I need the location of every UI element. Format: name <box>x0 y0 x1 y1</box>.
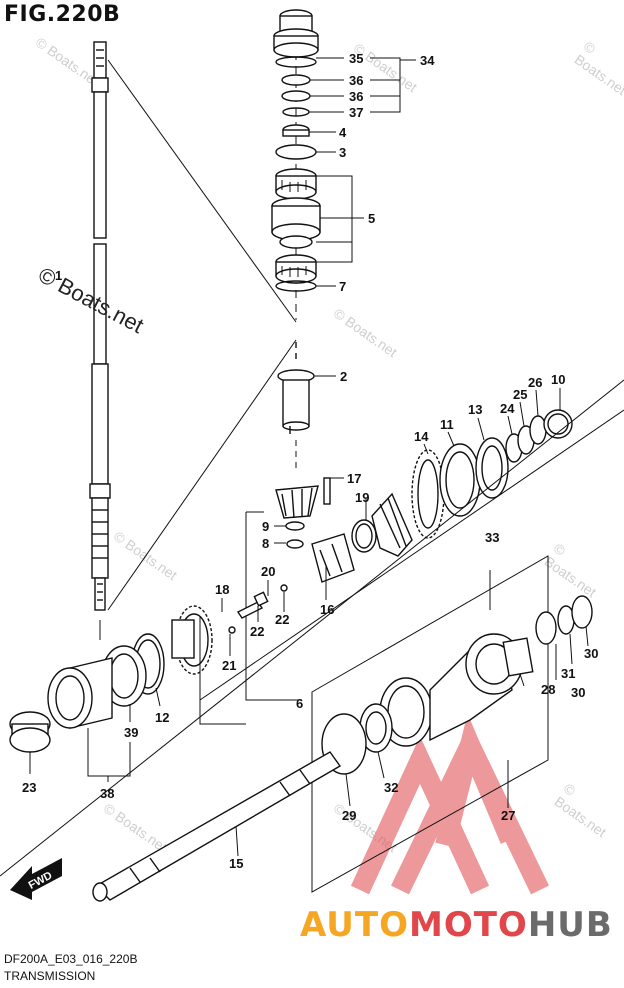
upper-bearing-stack <box>271 9 321 292</box>
clutch-dog <box>311 519 377 583</box>
figure-code: DF200A_E03_016_220B <box>4 952 138 966</box>
part-label-39: 39 <box>124 725 138 740</box>
guide-line <box>107 339 297 611</box>
part-label-33: 33 <box>485 530 499 545</box>
sleeve-part <box>277 342 315 434</box>
part-label-30: 30 <box>571 685 585 700</box>
part-label-22: 22 <box>250 624 264 639</box>
part-label-5: 5 <box>368 211 375 226</box>
part-label-13: 13 <box>468 402 482 417</box>
small-parts <box>228 584 288 634</box>
automotohub-triangle-logo <box>350 713 550 895</box>
part-label-11: 11 <box>440 417 454 432</box>
pinion-gear <box>275 477 331 549</box>
part-labels: 35 34 36 36 37 4 3 5 7 1 2 17 19 9 8 20 … <box>22 51 598 871</box>
callout-leader <box>235 825 239 857</box>
part-label-30: 30 <box>584 646 598 661</box>
forward-bevel-gear <box>371 409 573 557</box>
part-label-23: 23 <box>22 780 36 795</box>
callout-leaders <box>365 388 561 520</box>
part-label-9: 9 <box>262 519 269 534</box>
part-label-24: 24 <box>500 401 515 416</box>
fwd-arrow-icon: FWD <box>10 858 62 900</box>
part-label-31: 31 <box>561 666 575 681</box>
part-label-8: 8 <box>262 536 269 551</box>
section-name: TRANSMISSION <box>4 969 96 983</box>
part-label-1: 1 <box>55 268 62 283</box>
drive-shaft <box>89 41 111 611</box>
guide-line <box>0 379 624 877</box>
brand-part-moto: MOTO <box>408 905 528 945</box>
brand-part-hub: HUB <box>527 905 613 945</box>
callout-leaders <box>245 477 344 701</box>
callout-leaders <box>309 57 416 287</box>
figure-title: FIG.220B <box>4 2 121 27</box>
propeller-shaft-housing <box>321 595 593 775</box>
part-label-28: 28 <box>541 682 555 697</box>
part-label-21: 21 <box>222 658 236 673</box>
part-label-14: 14 <box>414 429 429 444</box>
part-label-15: 15 <box>229 856 243 871</box>
automotohub-brand: AUTOMOTOHUB <box>300 905 613 945</box>
part-label-6: 6 <box>296 696 303 711</box>
part-label-4: 4 <box>339 125 347 140</box>
propeller-shaft <box>92 751 342 902</box>
part-label-36: 36 <box>349 73 363 88</box>
part-label-37: 37 <box>349 105 363 120</box>
callout-leaders <box>345 570 589 808</box>
callout-leaders <box>29 687 161 782</box>
part-label-25: 25 <box>513 387 527 402</box>
bearing-rollers <box>281 180 307 277</box>
part-label-2: 2 <box>340 369 347 384</box>
part-label-26: 26 <box>528 375 542 390</box>
part-label-29: 29 <box>342 808 356 823</box>
callout-leaders <box>221 566 327 656</box>
part-label-12: 12 <box>155 710 169 725</box>
brand-part-auto: AUTO <box>300 905 409 945</box>
part-label-22: 22 <box>275 612 289 627</box>
part-label-34: 34 <box>420 53 435 68</box>
guide-line <box>199 409 624 701</box>
part-label-35: 35 <box>349 51 363 66</box>
part-label-16: 16 <box>320 602 334 617</box>
part-label-36: 36 <box>349 89 363 104</box>
part-label-7: 7 <box>339 279 346 294</box>
part-label-38: 38 <box>100 786 114 801</box>
propeller-shaft-group-box <box>311 555 549 893</box>
part-label-3: 3 <box>339 145 346 160</box>
guide-line <box>107 59 297 323</box>
group-bracket <box>199 616 246 725</box>
part-label-32: 32 <box>384 780 398 795</box>
part-label-20: 20 <box>261 564 275 579</box>
part-label-10: 10 <box>551 372 565 387</box>
part-label-17: 17 <box>347 471 361 486</box>
part-label-19: 19 <box>355 490 369 505</box>
front-bearing-assembly <box>9 633 165 753</box>
part-label-27: 27 <box>501 808 515 823</box>
part-label-18: 18 <box>215 582 229 597</box>
reverse-bevel-gear <box>171 605 213 675</box>
